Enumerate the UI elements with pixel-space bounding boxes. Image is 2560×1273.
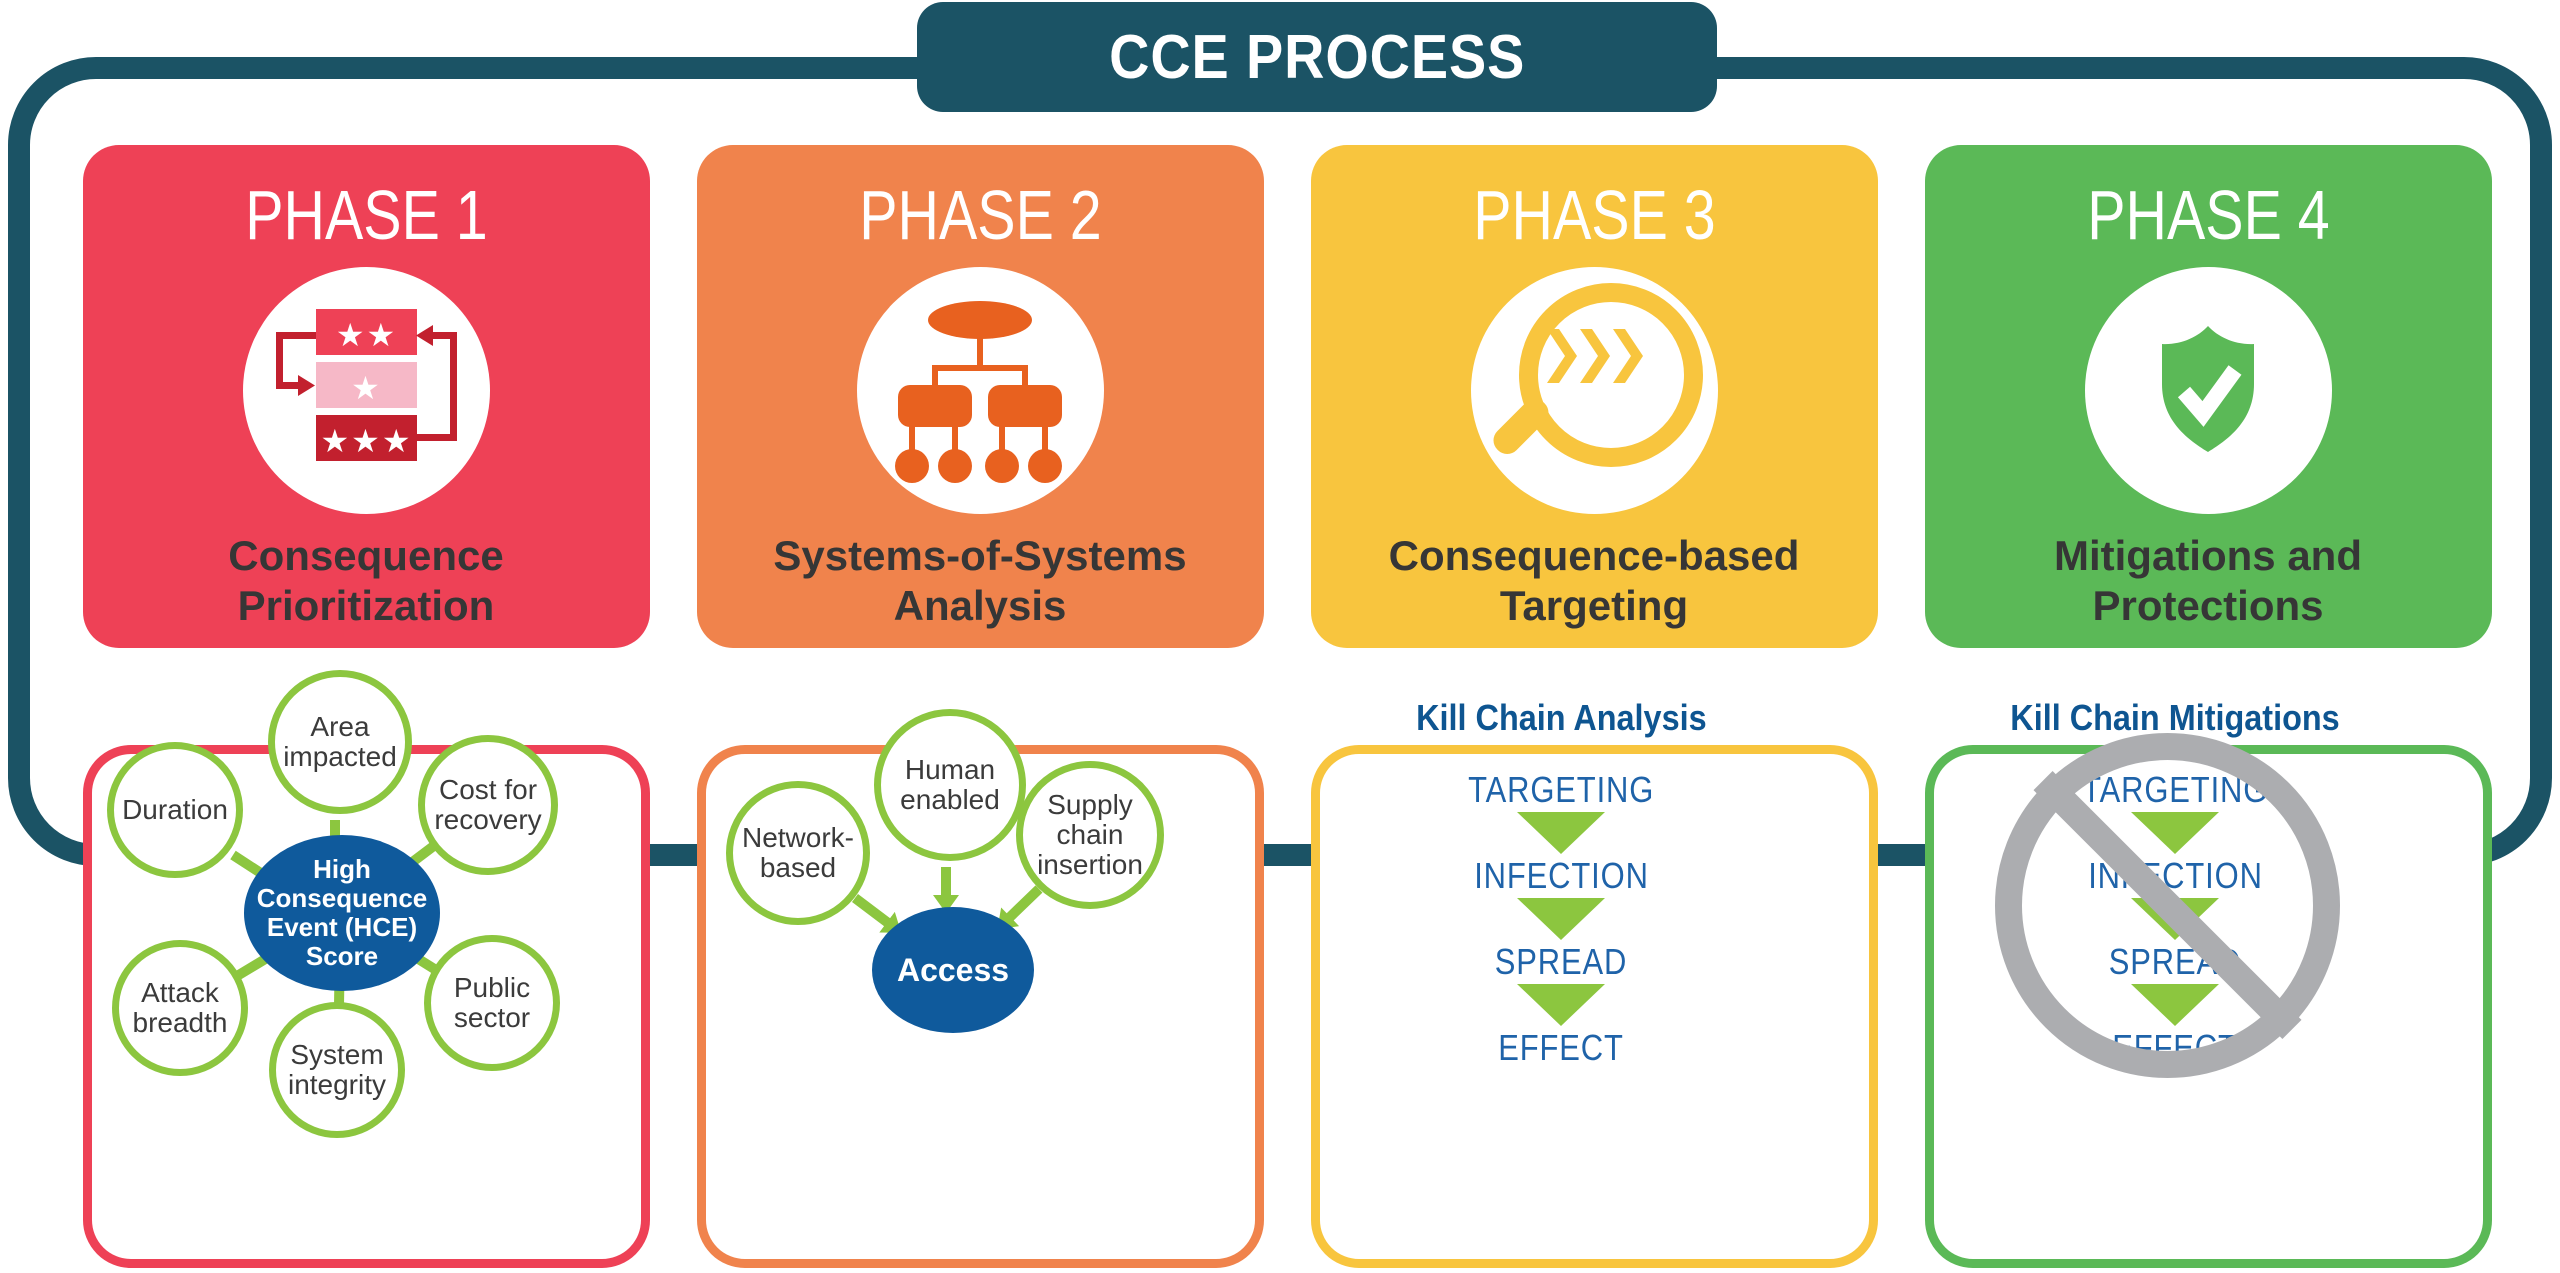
phase-3-label: PHASE 3	[1473, 176, 1716, 254]
phase-2-header: PHASE 2 Systems-of-Systems Analysis	[697, 145, 1264, 648]
rank-bar-two-stars: ★★	[316, 309, 417, 355]
factor-label: Attack breadth	[132, 976, 228, 1038]
priority-ranking-icon: ★★ ★ ★★★	[243, 267, 490, 514]
process-title: CCE PROCESS	[1108, 22, 1526, 92]
access-hub: Access	[872, 907, 1034, 1033]
factor-supply-chain-insertion: Supply chain insertion	[1016, 761, 1164, 909]
factor-label: Duration	[122, 793, 228, 825]
factor-cost-for-recovery: Cost for recovery	[418, 735, 558, 875]
kill-chain-analysis: Kill Chain Analysis TARGETING INFECTION …	[1311, 696, 1811, 1070]
phase-2-card: PHASE 2 Systems-of-Systems Analysis Netw…	[697, 145, 1264, 1268]
star-row: ★★★	[320, 421, 413, 460]
factor-human-enabled: Human enabled	[874, 709, 1026, 861]
cycle-arrow-right	[417, 434, 457, 441]
phase-3-icon-circle	[1471, 267, 1718, 514]
hub-label: High Consequence Event (HCE) Score	[256, 853, 428, 972]
phase-1-card: PHASE 1 ★★ ★ ★★★ Consequence Prioritizat…	[83, 145, 650, 1268]
kill-chain-step-infection: INFECTION	[1473, 855, 1649, 896]
down-arrow-icon	[1517, 898, 1605, 940]
phase-4-diagram: Kill Chain Mitigations TARGETING INFECTI…	[1925, 145, 2492, 1268]
phase-1-diagram: Area impacted Duration Cost for recovery…	[83, 145, 650, 1268]
kill-chain-step-targeting: TARGETING	[1467, 769, 1655, 810]
cycle-arrow-right	[433, 332, 457, 339]
kill-chain-step-spread: SPREAD	[1494, 941, 1628, 982]
cycle-arrow-left	[276, 332, 316, 339]
kill-chain-title: Kill Chain Analysis	[1415, 697, 1707, 738]
rank-bar-one-star: ★	[316, 362, 417, 408]
magnifier-chevrons-icon	[1471, 267, 1718, 514]
phase-1-header: PHASE 1 ★★ ★ ★★★ Consequence Prioritizat…	[83, 145, 650, 648]
phase-3-diagram: Kill Chain Analysis TARGETING INFECTION …	[1311, 145, 1878, 1268]
phase-3-card: PHASE 3 Consequence-based Targeting Kill…	[1311, 145, 1878, 1268]
factor-label: Supply chain insertion	[1037, 788, 1143, 881]
phase-2-icon-circle	[857, 267, 1104, 514]
phase-3-title: Consequence-based Targeting	[1388, 532, 1800, 629]
rank-bar-three-stars: ★★★	[316, 415, 417, 461]
system-hierarchy-icon	[895, 301, 1065, 483]
phase-2-label: PHASE 2	[859, 176, 1102, 254]
cycle-arrow-left	[276, 332, 283, 389]
factor-label: Public sector	[453, 971, 531, 1033]
factor-attack-breadth: Attack breadth	[112, 940, 248, 1076]
phase-4-label: PHASE 4	[2087, 176, 2330, 254]
hub-label: Access	[896, 951, 1010, 988]
phase-2-diagram: Network-based Human enabled Supply chain…	[697, 145, 1264, 1268]
hce-score-hub: High Consequence Event (HCE) Score	[244, 835, 440, 991]
cycle-arrow-right	[450, 332, 457, 441]
phase-4-icon-circle	[2085, 267, 2332, 514]
process-title-box: CCE PROCESS	[917, 2, 1717, 112]
star-row: ★	[351, 368, 382, 407]
phase-1-icon-circle: ★★ ★ ★★★	[243, 267, 490, 514]
phase-2-title: Systems-of-Systems Analysis	[773, 532, 1187, 629]
kill-chain-title: Kill Chain Mitigations	[2010, 697, 2340, 738]
factor-label: Cost for recovery	[434, 773, 542, 835]
factor-area-impacted: Area impacted	[268, 670, 412, 814]
down-arrow-icon	[1517, 812, 1605, 854]
factor-public-sector: Public sector	[424, 935, 560, 1071]
phase-4-header: PHASE 4 Mitigations and Protections	[1925, 145, 2492, 648]
factor-label: Network-based	[741, 821, 854, 883]
star-row: ★★	[335, 315, 398, 354]
phase-1-title: Consequence Prioritization	[228, 532, 504, 629]
factor-network-based: Network-based	[726, 781, 870, 925]
phase-1-label: PHASE 1	[245, 176, 488, 254]
phase-3-panel	[1311, 745, 1878, 1268]
phase-4-title: Mitigations and Protections	[2054, 532, 2362, 629]
shield-check-icon	[2162, 326, 2254, 452]
phase-3-header: PHASE 3 Consequence-based Targeting	[1311, 145, 1878, 648]
phase-4-card: PHASE 4 Mitigations and Protections Kill…	[1925, 145, 2492, 1268]
kill-chain-step-effect: EFFECT	[1498, 1027, 1624, 1068]
factor-label: Human enabled	[900, 753, 1000, 815]
factor-label: System integrity	[287, 1038, 387, 1100]
factor-label: Area impacted	[283, 710, 397, 772]
factor-duration: Duration	[107, 742, 243, 878]
cycle-arrow-left	[276, 382, 300, 389]
down-arrow-icon	[1517, 984, 1605, 1026]
factor-system-integrity: System integrity	[269, 1002, 405, 1138]
